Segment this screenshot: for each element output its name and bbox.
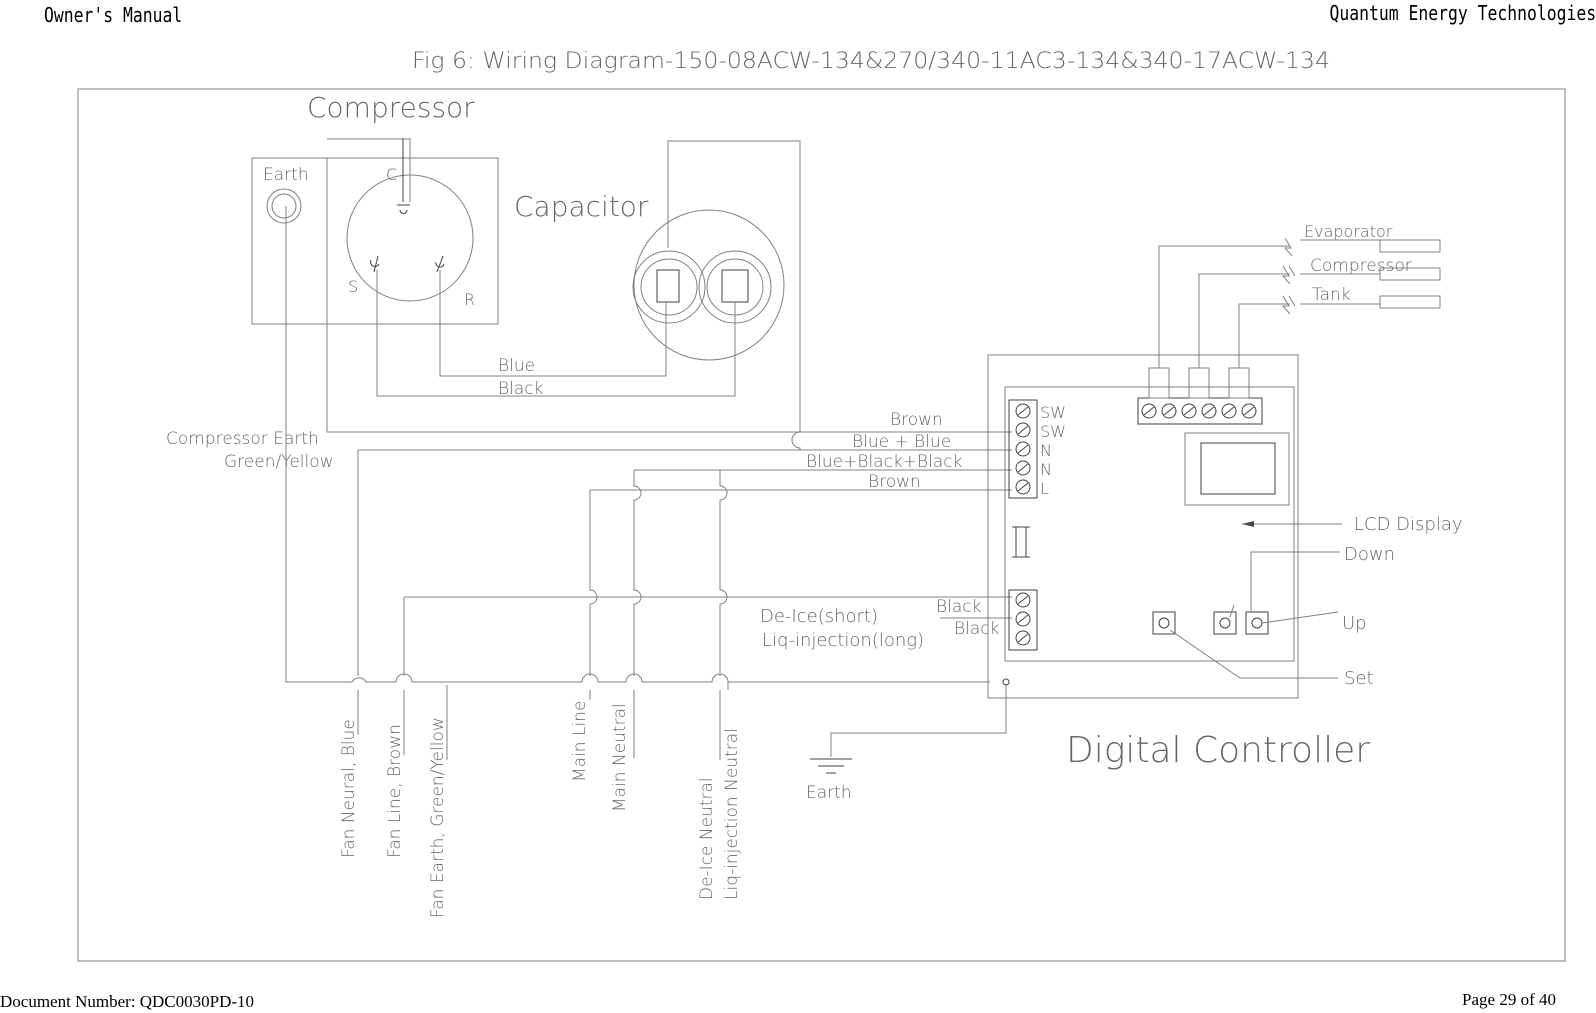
fuse [1015,526,1027,558]
capacitor-label: Capacitor [514,190,649,223]
document-number: Document Number: QDC0030PD-10 [0,992,255,1011]
black-wire-label: Black [498,379,544,399]
terminal-r-label: R [464,290,475,309]
digital-controller-label: Digital Controller [1066,730,1370,771]
de-ice-neutral-label: De-Ice Neutral [697,777,717,900]
compressor-earth-label: Earth [263,165,309,185]
terminal-block-bottom [1015,592,1031,646]
green-yellow-label: Green/Yellow [224,452,334,472]
liq-injection-neutral-label: Liq-injection Neutral [722,728,742,900]
tank-probe [1379,295,1441,309]
compressor-probe [1379,267,1441,281]
fan-neutral-label: Fan Neural, Blue [339,719,359,858]
capacitor-terminal-left [632,250,706,324]
lcd-display-label: LCD Display [1354,514,1463,535]
blue-black-black-label: Blue+Black+Black [806,452,963,472]
fan-line-label: Fan Line, Brown [385,724,405,858]
sensor-evaporator-label: Evaporator [1304,222,1393,241]
fan-earth-label: Fan Earth, Green/Yellow [428,717,448,918]
black-wire [376,270,736,397]
sensor-tank-label: Tank [1312,285,1351,305]
blue-wire [439,270,667,377]
terminal-c-label: C [386,165,397,184]
evaporator-probe [1379,239,1441,253]
compressor-box [251,157,499,325]
blue-plus-blue-label: Blue + Blue [852,432,951,452]
ground-symbol [810,758,852,774]
down-button[interactable] [1213,611,1237,635]
terminal-n1-label: N [1040,441,1052,460]
up-label: Up [1342,613,1367,634]
controller-outer [987,354,1299,699]
de-ice-label: De-Ice(short) [760,606,878,627]
main-neutral-label: Main Neutral [610,703,630,812]
liq-injection-label: Liq-injection(long) [762,630,924,651]
set-button[interactable] [1152,611,1176,635]
page-number: Page 29 of 40 [1462,990,1556,1009]
set-label: Set [1344,668,1374,689]
earth-ground-label: Earth [806,783,852,803]
terminal-block-left [1015,403,1031,495]
sensor-compressor-label: Compressor [1310,256,1412,276]
terminal-sw1-label: SW [1040,403,1066,422]
brown-top-label: Brown [890,410,943,430]
terminal-n2-label: N [1040,460,1052,479]
terminal-l-label: L [1040,479,1049,498]
earth-bus [285,206,352,683]
compressor-label: Compressor [307,91,475,124]
blue-wire-label: Blue [498,356,535,376]
earth-terminal [266,188,302,224]
black-wire-1-label: Black [936,597,982,617]
header-left-title: Owner's Manual [44,3,183,27]
lcd-display [1184,432,1290,506]
capacitor-body [633,209,785,361]
diagram-frame [77,88,1566,962]
sensor-terminal-block [1141,403,1257,419]
header-right-title: Quantum Energy Technologies [1329,1,1596,25]
main-line-label: Main Line [570,701,590,782]
compressor-earth-wire-label: Compressor Earth [166,429,319,449]
terminal-sw2-label: SW [1040,422,1066,441]
black-wire-2-label: Black [954,619,1000,639]
down-label: Down [1344,544,1395,565]
diagram-title: Fig 6: Wiring Diagram-150-08ACW-134&270/… [412,49,1330,74]
brown-bottom-label: Brown [868,472,921,492]
terminal-s-label: S [348,277,358,296]
